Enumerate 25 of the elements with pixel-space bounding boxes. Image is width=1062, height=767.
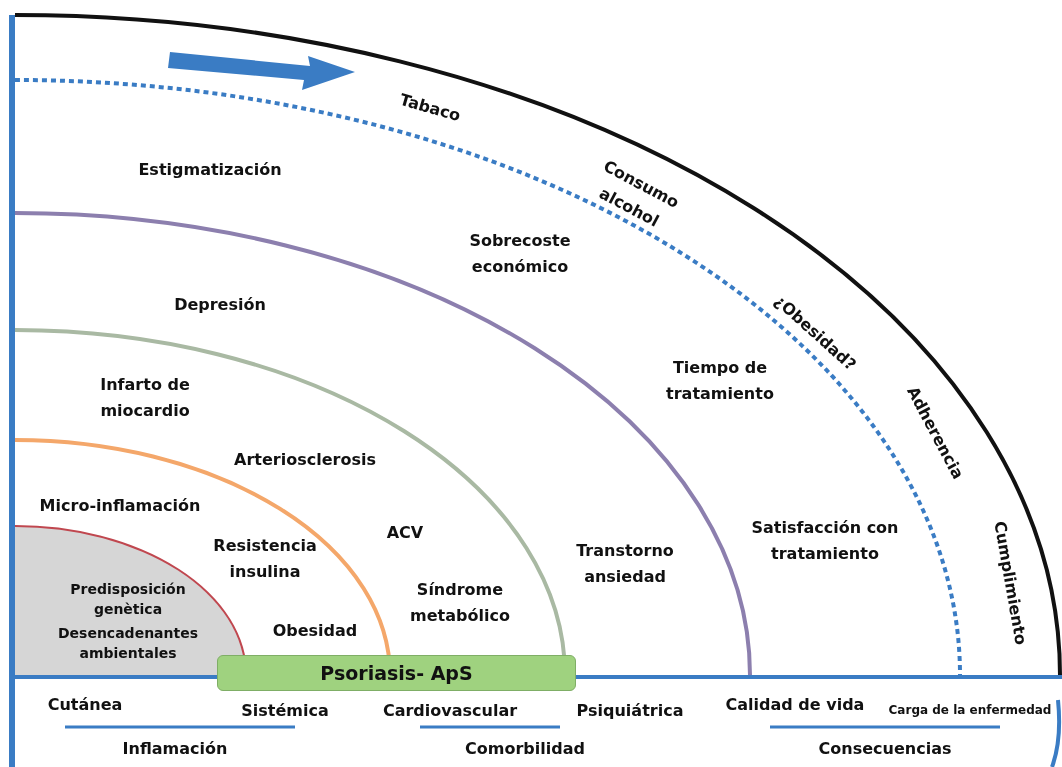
group-label: Consecuencias — [817, 738, 953, 760]
core-text: Predisposición genètica — [69, 580, 187, 619]
category-label: Calidad de vida — [724, 694, 866, 716]
core-text: Desencadenantes ambientales — [56, 624, 200, 663]
ring-label: Sobrecoste económico — [468, 230, 572, 278]
ring-label: Resistencia insulina — [212, 535, 318, 583]
group-label: Comorbilidad — [464, 738, 586, 760]
ring-label: Transtorno ansiedad — [575, 540, 675, 588]
ring-label: Depresión — [173, 294, 267, 316]
center-bar: Psoriasis- ApS — [217, 655, 576, 691]
category-label: Cardiovascular — [381, 700, 519, 722]
ring-label: ACV — [385, 522, 425, 544]
ring-label: Micro-inflamación — [38, 495, 202, 517]
category-label: Sistémica — [240, 700, 330, 722]
ring-label: Estigmatización — [137, 159, 283, 181]
ring-label: Satisfacción con tratamiento — [750, 517, 900, 565]
category-label: Cutánea — [46, 694, 124, 716]
category-label: Carga de la enfermedad — [887, 702, 1053, 719]
ring-label: Obesidad — [271, 620, 359, 642]
ring-label: Infarto de miocardio — [99, 374, 191, 422]
ring-label: Tiempo de tratamiento — [665, 358, 774, 405]
category-label: Psiquiátrica — [575, 700, 685, 722]
ring-label: Arteriosclerosis — [233, 449, 377, 471]
group-label: Inflamación — [121, 738, 229, 760]
ring-label: Síndrome metabólico — [409, 579, 511, 627]
